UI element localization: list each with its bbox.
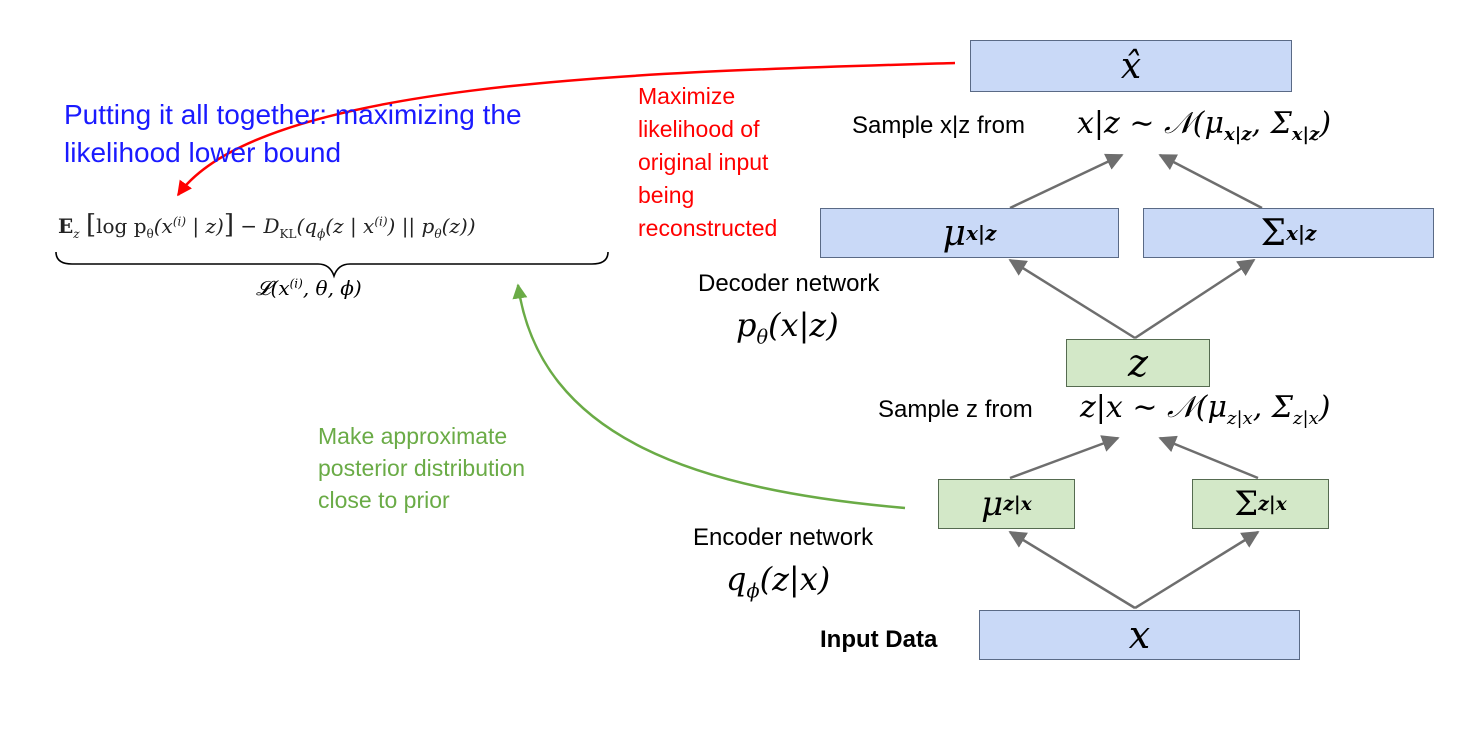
red-note: Maximize likelihood of original input be… <box>638 80 777 245</box>
green-note-line: Make approximate <box>318 423 508 449</box>
box-x-hat: x̂ <box>970 40 1292 92</box>
input-data-label: Input Data <box>820 626 938 653</box>
arrow-x-to-mu-zx <box>1008 530 1136 610</box>
red-note-line: reconstructed <box>638 215 778 241</box>
red-note-line: being <box>638 182 695 208</box>
decoder-formula: pθ(x|z) <box>736 306 839 349</box>
green-note: Make approximate posterior distribution … <box>318 420 525 516</box>
decoder-label: Decoder network <box>698 270 880 297</box>
title-line-2: likelihood lower bound <box>64 137 342 168</box>
bound-label: 𝓛(x(i), θ, ϕ) <box>256 276 362 300</box>
underbrace <box>55 251 609 279</box>
arrow-x-to-sigma-zx <box>1134 530 1260 610</box>
arrow-sigma-zx-to-sample-z <box>1158 435 1259 480</box>
green-note-line: posterior distribution <box>318 455 526 481</box>
sample-xz-label: Sample x|z from <box>852 112 1025 139</box>
sample-z-label: Sample z from <box>878 396 1033 423</box>
title: Putting it all together: maximizing the … <box>64 96 522 172</box>
objective-formula: Ez [log pθ(x(i) | z)] − DKL(qϕ(z | x(i))… <box>58 210 476 241</box>
red-note-line: Maximize <box>638 83 736 109</box>
green-note-line: close to prior <box>318 487 450 513</box>
sample-z-formula: z|x ∼ 𝒩(μz|x, Σz|x) <box>1080 390 1331 429</box>
expectation-symbol: E <box>58 214 74 238</box>
log-theta: θ <box>146 227 154 241</box>
box-z: z <box>1066 339 1210 387</box>
arrow-z-to-mu-xz <box>1008 258 1136 340</box>
arrow-mu-zx-to-sample-z <box>1009 435 1120 480</box>
kl-subscript: KL <box>279 227 297 241</box>
arrow-z-to-sigma-xz <box>1134 258 1256 340</box>
expectation-subscript: z <box>73 227 80 241</box>
green-kl-arrow <box>512 283 906 510</box>
sample-xz-formula: x|z ∼ 𝒩(μx|z, Σx|z) <box>1077 106 1332 145</box>
red-reconstruction-arrow <box>176 61 956 197</box>
encoder-label: Encoder network <box>693 524 874 551</box>
box-x: x <box>979 610 1300 660</box>
kl-symbol: D <box>263 214 280 238</box>
log-term: log p <box>96 214 147 238</box>
red-note-line: original input <box>638 149 769 175</box>
encoder-formula: qϕ(z|x) <box>726 560 831 603</box>
arrow-mu-xz-to-sample-xz <box>1009 153 1124 210</box>
arrow-sigma-xz-to-sample-xz <box>1158 153 1263 210</box>
red-note-line: likelihood of <box>638 116 760 142</box>
title-line-1: Putting it all together: maximizing the <box>64 99 522 130</box>
